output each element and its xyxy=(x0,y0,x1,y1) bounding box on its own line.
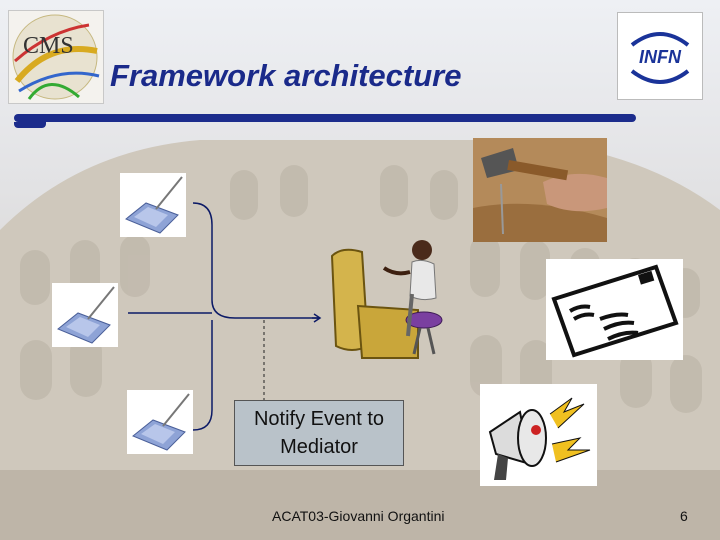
mediator-note-text: Notify Event to Mediator xyxy=(253,408,385,458)
envelope-icon xyxy=(551,264,679,358)
device-top xyxy=(120,173,186,237)
title-underline-bar xyxy=(14,114,636,122)
device-middle xyxy=(52,283,118,347)
cms-logo-icon: CMS xyxy=(12,14,100,100)
footer-text: ACAT03-Giovanni Organtini xyxy=(272,508,445,524)
device-icon xyxy=(132,393,190,451)
device-bottom xyxy=(127,390,193,454)
title-underline-cap xyxy=(14,122,46,128)
cms-logo: CMS xyxy=(8,10,104,104)
mediator-operator-icon xyxy=(330,240,443,359)
infn-logo: INFN xyxy=(617,12,703,100)
infn-logo-text: INFN xyxy=(639,47,681,67)
device-icon xyxy=(125,176,183,234)
hammer-photo xyxy=(473,138,607,242)
page-number: 6 xyxy=(680,508,688,524)
hammer-icon xyxy=(473,138,607,242)
cms-logo-text: CMS xyxy=(23,33,74,59)
slide-title: Framework architecture xyxy=(110,58,462,93)
mediator-note-box: Notify Event to Mediator xyxy=(234,400,404,466)
megaphone-icon xyxy=(488,397,591,480)
envelope-picture xyxy=(546,259,683,360)
infn-logo-icon xyxy=(630,32,690,84)
megaphone-picture xyxy=(480,384,597,486)
device-icon xyxy=(57,286,115,344)
